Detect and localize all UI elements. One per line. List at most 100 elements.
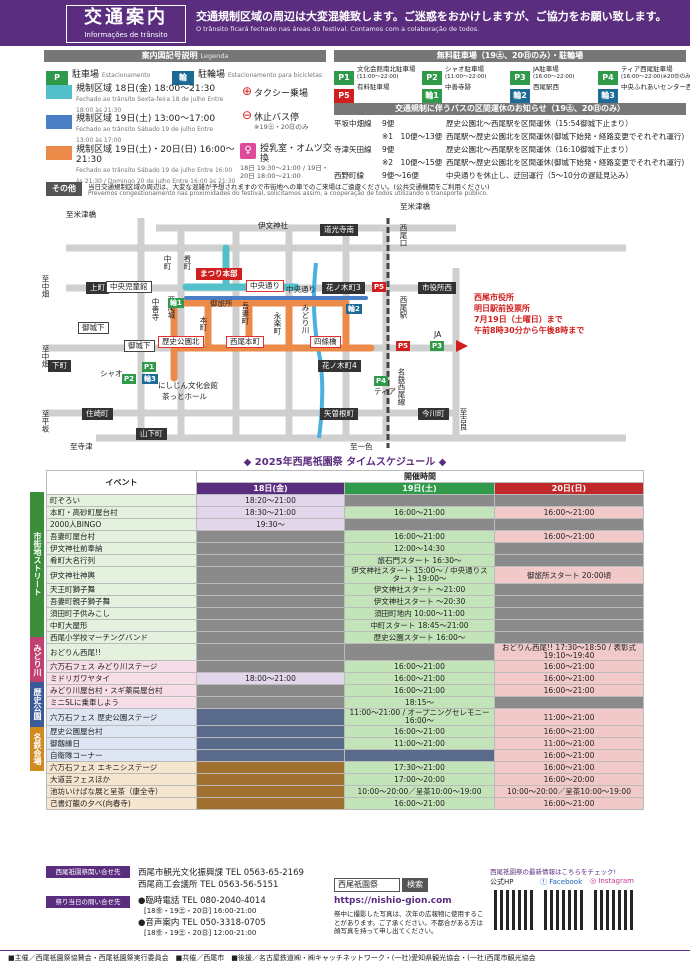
bus-n: 9便 xyxy=(382,119,395,128)
parking-item-mark: P5 xyxy=(334,89,354,103)
schedule-cell-d19: 18:15～ xyxy=(344,696,495,709)
parking-item-name: 中善寺跡 xyxy=(445,83,471,91)
schedule-head-2: 18日(金) 19日(土) 20日(日) xyxy=(47,482,644,495)
schedule-category: 歴史公園 xyxy=(30,681,44,727)
schedule-cell-d20: 11:00～21:00 xyxy=(494,737,644,750)
parking-item-mark: P1 xyxy=(334,71,354,85)
map-label-gojokan: 御城下 xyxy=(78,322,109,334)
schedule-cell-d20: 16:00～21:00 xyxy=(494,749,644,762)
inquiry1-label: 西尾祇園祭関い合せ先 xyxy=(46,866,130,878)
schedule-cell-d18 xyxy=(196,696,345,709)
parking-item-mark: 輪3 xyxy=(598,89,618,103)
map-label-nishiobashi: 西尾口 xyxy=(399,224,408,247)
schedule-cell-d19: 16:00～21:00 xyxy=(344,672,495,685)
schedule-cell-d19: 伊文神社スタート ～20:30 xyxy=(344,595,495,608)
qr-code-facebook[interactable] xyxy=(544,890,584,930)
parking-item-text: 中央ふれあいセンター西 xyxy=(621,83,690,91)
schedule-cell-d18: 18:30～21:00 xyxy=(196,506,345,519)
schedule-event: ミドリガワヤタイ xyxy=(46,672,197,685)
map-label-hanenomachi4: 花ノ木町4 xyxy=(318,360,361,372)
instagram-label: Instagram xyxy=(598,877,634,885)
schedule-cell-d20 xyxy=(494,542,644,555)
page-subtitle: Informações de trânsito xyxy=(84,31,168,39)
bus-n: ※2 10便～15便 xyxy=(382,158,443,167)
parking-item-text: JA駐車場(16:00～22:00) xyxy=(533,65,575,81)
legend-parking: P xyxy=(46,65,68,85)
schedule-cell-d20 xyxy=(494,583,644,596)
map-mark-bike2: 輪2 xyxy=(346,304,362,314)
map-mark-bike3: 輪3 xyxy=(142,374,158,384)
schedule-event: 六万石フェス エキニシステージ xyxy=(46,761,197,774)
map-label-dokoji: 道光寺南 xyxy=(320,224,358,236)
other-text-pt: Prevemos congestionamento nas proximidad… xyxy=(88,190,488,197)
nursing-icon: ♀ xyxy=(240,143,256,159)
schedule-event: 自衛隊コーナー xyxy=(46,749,197,762)
bike-label-pt: Estacionamento para bicicletas xyxy=(227,72,323,79)
map-label-meitetsu: 名鉄西尾線 xyxy=(397,368,406,406)
map-label-matsuri-honbu: まつり本部 xyxy=(196,268,242,280)
map-mark-p5-2: P5 xyxy=(396,341,411,351)
schedule-cell-d19 xyxy=(344,494,495,507)
schedule-event: 六万石フェス みどり川ステージ xyxy=(46,660,197,673)
schedule-cell-d20 xyxy=(494,619,644,632)
parking-item-mark: 輪1 xyxy=(422,89,442,103)
qr-code-official[interactable] xyxy=(494,890,534,930)
inquiry2-a-time: [18㊎・19㊏・20㊐] 16:00-21:00 xyxy=(144,907,257,915)
schedule-cell-d20: 16:00～21:00 xyxy=(494,672,644,685)
schedule-row: 伊文神社神輿伊文神社スタート 15:00～ / 中央通りスタート 19:00～御… xyxy=(46,566,644,584)
taxi-icon: ⊕ xyxy=(242,84,253,98)
map-label-shiyakusho: 市役所西 xyxy=(418,282,456,294)
qr-code-instagram[interactable] xyxy=(594,890,634,930)
parking-item-name: ティア西尾駐車場 xyxy=(621,65,673,73)
schedule-cell-d18 xyxy=(196,595,345,608)
schedule-cell-d18 xyxy=(196,566,345,584)
schedule-event: 吾妻町屋台村 xyxy=(46,530,197,543)
schedule-cell-d19: 伊文神社スタート 15:00～ / 中央通りスタート 19:00～ xyxy=(344,566,495,584)
schedule-event: 大道芸フェスほか xyxy=(46,773,197,786)
bus-row: ※2 10便～15便西尾駅～歴史公園北を区間運休(御城下始発・経路変更でそれぞれ… xyxy=(334,157,686,169)
schedule-cell-d19 xyxy=(344,643,495,661)
photo-notice: 祭中に撮影した写真は、次年の広報物に使用することがあります。ご了承ください。不都… xyxy=(334,910,484,935)
notice-arrow xyxy=(456,340,468,352)
map-mark-p2: P2 xyxy=(122,374,137,384)
bus-title-bar: 交通規制に伴うバスの区間運休のお知らせ（19㊏、20㊐のみ） xyxy=(334,103,686,115)
parking-item-name: JA駐車場 xyxy=(533,65,559,73)
event-header: イベント xyxy=(46,470,197,495)
instagram-icon: ◎ xyxy=(590,877,597,885)
schedule-cell-d18: 18:20～21:00 xyxy=(196,494,345,507)
map-label-nakazenji: 中善寺 xyxy=(151,298,160,321)
area1920-label-pt: Fechado ao trânsito Sábado 19 de julho E… xyxy=(76,167,236,185)
map-label-chakkutohall: 茶っとホール xyxy=(162,392,207,401)
search-input[interactable]: 西尾祇園祭 xyxy=(334,878,400,892)
schedule-cell-d19 xyxy=(344,749,495,762)
bus-route: 中央通りを休止し、迂回運行（5～10分の遅延見込み） xyxy=(446,171,633,180)
schedule-cell-d20: おどりん西尾!! 17:30～18:50 / 表彰式 19:10～19:40 xyxy=(494,643,644,661)
schedule-event: 中町大屋形 xyxy=(46,619,197,632)
map-label-nishiohonmachi: 西尾本町 xyxy=(226,336,264,348)
website-url[interactable]: https://nishio-gion.com xyxy=(334,896,452,906)
schedule-cell-d20 xyxy=(494,518,644,531)
schedule-event: 歴史公園屋台村 xyxy=(46,725,197,738)
schedule-cell-d19: 17:30～21:00 xyxy=(344,761,495,774)
area19-label: 規制区域 19日(土) 13:00～17:00 xyxy=(76,114,216,124)
bus-stop-note: ※19㊏・20㊐のみ xyxy=(254,123,309,131)
search-button[interactable]: 検索 xyxy=(402,878,428,892)
sns-official-label: 公式HP xyxy=(490,878,514,886)
legend-title-pt: Legenda xyxy=(200,52,229,60)
bus-n: 9便 xyxy=(382,145,395,154)
area19-swatch xyxy=(46,115,72,129)
schedule-cell-d18 xyxy=(196,631,345,644)
schedule-cell-d19: 11:00～21:00 xyxy=(344,737,495,750)
map-mark-p3: P3 xyxy=(430,341,445,351)
